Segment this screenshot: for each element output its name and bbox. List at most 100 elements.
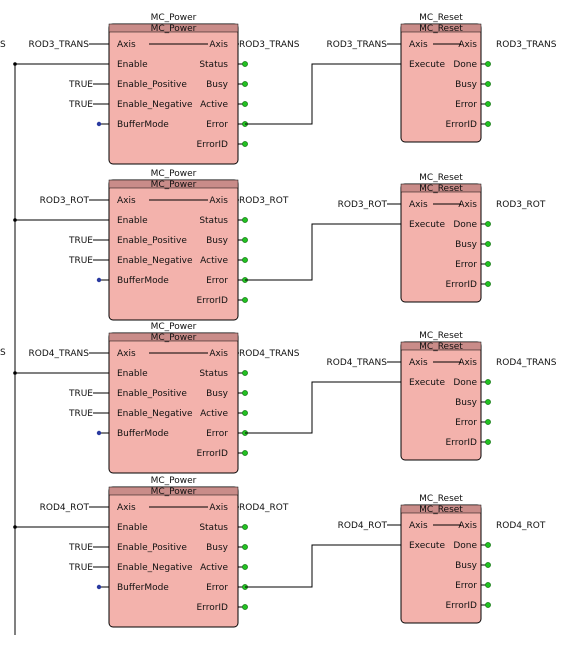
block-instance-name: MC_Power: [151, 322, 197, 332]
input-pin-label: Axis: [409, 521, 428, 531]
block-header: [400, 341, 482, 351]
output-pin-label: Status: [199, 369, 228, 379]
output-pin-icon[interactable]: [485, 419, 491, 425]
output-pin-icon[interactable]: [485, 121, 491, 127]
edge-fragment-label: S: [0, 348, 6, 358]
axis-input-variable[interactable]: ROD4_ROT: [40, 503, 90, 513]
output-pin-icon[interactable]: [485, 602, 491, 608]
output-pin-icon[interactable]: [242, 390, 248, 396]
error-to-execute-wire: [245, 63, 401, 125]
output-pin-icon[interactable]: [242, 450, 248, 456]
output-pin-icon[interactable]: [485, 61, 491, 67]
output-pin-icon[interactable]: [485, 281, 491, 287]
output-pin-icon[interactable]: [242, 81, 248, 87]
axis-input-variable[interactable]: ROD3_ROT: [338, 200, 388, 210]
buffer-mode-pin-icon[interactable]: [96, 277, 102, 283]
output-pin-icon[interactable]: [242, 524, 248, 530]
output-pin-icon[interactable]: [485, 439, 491, 445]
block-header: [400, 23, 482, 33]
output-pin-icon[interactable]: [242, 604, 248, 610]
axis-input-variable[interactable]: ROD4_TRANS: [327, 358, 388, 368]
output-pin-label: ErrorID: [196, 140, 228, 150]
axis-output-variable[interactable]: ROD4_ROT: [496, 521, 546, 531]
axis-output-variable[interactable]: ROD3_TRANS: [239, 40, 300, 50]
axis-output-variable[interactable]: ROD4_ROT: [239, 503, 289, 513]
output-pin-label: Done: [453, 220, 477, 230]
output-pin-icon[interactable]: [242, 101, 248, 107]
output-pin-icon[interactable]: [485, 81, 491, 87]
output-pin-label: Error: [455, 418, 477, 428]
axis-input-variable[interactable]: ROD4_TRANS: [29, 349, 90, 359]
output-pin-icon[interactable]: [242, 370, 248, 376]
output-pin-icon[interactable]: [485, 542, 491, 548]
output-pin-icon[interactable]: [242, 257, 248, 263]
mc-reset-block[interactable]: MC_ResetMC_ResetAxisExecuteAxisDoneBusyE…: [327, 331, 557, 461]
enable-positive-constant[interactable]: TRUE: [68, 543, 93, 553]
mc-reset-block[interactable]: MC_ResetMC_ResetAxisExecuteAxisDoneBusyE…: [338, 494, 546, 624]
output-pin-icon[interactable]: [242, 544, 248, 550]
mc-reset-block[interactable]: MC_ResetMC_ResetAxisExecuteAxisDoneBusyE…: [338, 173, 546, 303]
input-pin-label: BufferMode: [117, 429, 169, 439]
axis-input-variable[interactable]: ROD3_ROT: [40, 196, 90, 206]
output-pin-icon[interactable]: [485, 241, 491, 247]
mc-power-block[interactable]: MC_PowerMC_PowerAxisEnableEnable_Positiv…: [13, 13, 300, 165]
output-pin-label: Error: [455, 581, 477, 591]
output-pin-label: Axis: [458, 200, 477, 210]
enable-negative-constant[interactable]: TRUE: [68, 100, 93, 110]
output-pin-label: Axis: [209, 40, 228, 50]
mc-reset-block[interactable]: MC_ResetMC_ResetAxisExecuteAxisDoneBusyE…: [327, 13, 557, 143]
input-pin-label: Enable_Positive: [117, 543, 187, 553]
input-pin-label: Enable_Negative: [117, 256, 193, 266]
axis-output-variable[interactable]: ROD4_TRANS: [239, 349, 300, 359]
mc-power-block[interactable]: MC_PowerMC_PowerAxisEnableEnable_Positiv…: [13, 476, 289, 628]
output-pin-icon[interactable]: [242, 237, 248, 243]
input-pin-label: Axis: [409, 358, 428, 368]
buffer-mode-pin-icon[interactable]: [96, 584, 102, 590]
block-instance-name: MC_Power: [151, 13, 197, 23]
mc-power-block[interactable]: MC_PowerMC_PowerAxisEnableEnable_Positiv…: [13, 169, 289, 321]
output-pin-icon[interactable]: [242, 564, 248, 570]
output-pin-label: Axis: [209, 349, 228, 359]
output-pin-icon[interactable]: [485, 101, 491, 107]
input-pin-label: BufferMode: [117, 276, 169, 286]
axis-input-variable[interactable]: ROD3_TRANS: [327, 40, 388, 50]
buffer-mode-pin-icon[interactable]: [96, 121, 102, 127]
enable-positive-constant[interactable]: TRUE: [68, 236, 93, 246]
output-pin-label: ErrorID: [196, 603, 228, 613]
block-type-label: MC_Power: [151, 333, 197, 343]
axis-output-variable[interactable]: ROD3_ROT: [496, 200, 546, 210]
axis-output-variable[interactable]: ROD3_TRANS: [496, 40, 557, 50]
output-pin-label: Active: [200, 563, 228, 573]
axis-input-variable[interactable]: ROD4_ROT: [338, 521, 388, 531]
error-to-execute-wire: [245, 544, 401, 588]
output-pin-icon[interactable]: [485, 379, 491, 385]
output-pin-icon[interactable]: [242, 297, 248, 303]
enable-positive-constant[interactable]: TRUE: [68, 80, 93, 90]
rail-junction-icon: [13, 371, 17, 375]
enable-negative-constant[interactable]: TRUE: [68, 563, 93, 573]
output-pin-icon[interactable]: [242, 141, 248, 147]
output-pin-label: Axis: [458, 40, 477, 50]
output-pin-label: Error: [206, 120, 228, 130]
output-pin-icon[interactable]: [485, 261, 491, 267]
output-pin-label: Busy: [455, 398, 478, 408]
output-pin-icon[interactable]: [242, 217, 248, 223]
output-pin-label: Busy: [206, 236, 229, 246]
mc-power-block[interactable]: MC_PowerMC_PowerAxisEnableEnable_Positiv…: [13, 322, 300, 474]
enable-positive-constant[interactable]: TRUE: [68, 389, 93, 399]
enable-negative-constant[interactable]: TRUE: [68, 409, 93, 419]
output-pin-icon[interactable]: [485, 399, 491, 405]
axis-input-variable[interactable]: ROD3_TRANS: [29, 40, 90, 50]
output-pin-icon[interactable]: [242, 61, 248, 67]
buffer-mode-pin-icon[interactable]: [96, 430, 102, 436]
output-pin-icon[interactable]: [485, 221, 491, 227]
output-pin-icon[interactable]: [242, 410, 248, 416]
output-pin-label: Error: [206, 276, 228, 286]
axis-output-variable[interactable]: ROD3_ROT: [239, 196, 289, 206]
output-pin-icon[interactable]: [485, 562, 491, 568]
output-pin-icon[interactable]: [485, 582, 491, 588]
input-pin-label: Axis: [409, 40, 428, 50]
output-pin-label: Status: [199, 523, 228, 533]
axis-output-variable[interactable]: ROD4_TRANS: [496, 358, 557, 368]
enable-negative-constant[interactable]: TRUE: [68, 256, 93, 266]
